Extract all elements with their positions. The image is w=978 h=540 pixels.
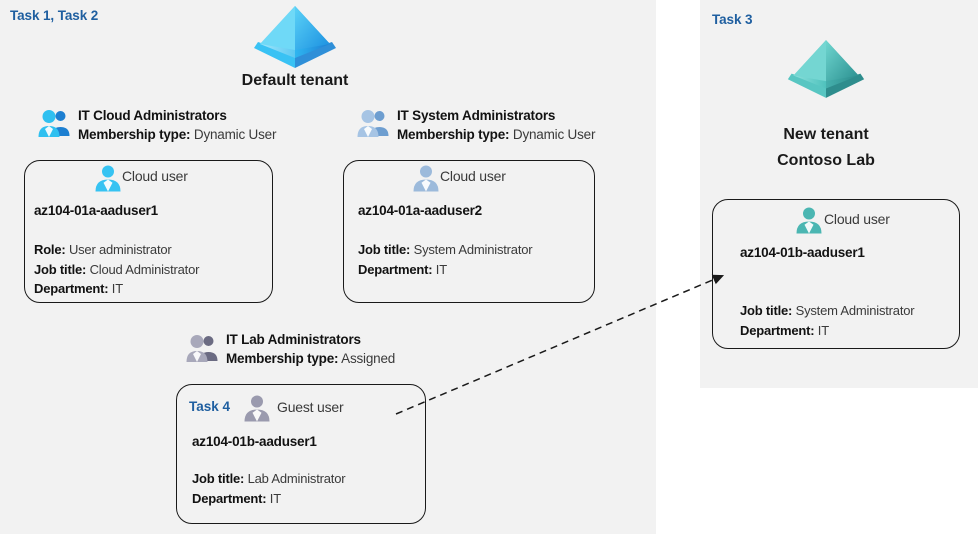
attribute-label: Job title: (34, 261, 87, 277)
attribute-label: Department: (740, 322, 815, 338)
attribute-row: Job title: Lab Administrator (192, 469, 346, 489)
membership-type-value: Dynamic User (193, 127, 277, 142)
card-user-type: Guest user (277, 399, 344, 415)
card-user-type: Cloud user (440, 168, 506, 184)
user-card-az104-01b-aaduser1-cloud[interactable] (712, 199, 960, 349)
card-upn: az104-01b-aaduser1 (192, 434, 317, 449)
group-it-lab-administrators: IT Lab Administrators Membership type: A… (226, 330, 395, 369)
card-attributes: Role: User administrator Job title: Clou… (34, 240, 199, 299)
card-user-type-label: Cloud user (824, 211, 890, 227)
group-membership-type: Membership type: Dynamic User (78, 125, 276, 145)
attribute-value: Lab Administrator (247, 471, 346, 486)
card-user-type: Cloud user (824, 211, 890, 227)
attribute-row: Department: IT (192, 489, 345, 509)
attribute-row: Department: IT (740, 321, 914, 341)
default-tenant-panel (0, 0, 656, 534)
attribute-value: System Administrator (795, 303, 915, 318)
attribute-value: IT (111, 281, 123, 296)
attribute-value: Cloud Administrator (89, 261, 200, 277)
attribute-row: Department: IT (358, 260, 532, 280)
card-user-type-label: Guest user (277, 399, 344, 415)
membership-type-label: Membership type: (78, 127, 191, 142)
cloud-user-icon (412, 164, 440, 192)
attribute-label: Department: (358, 261, 433, 277)
group-it-cloud-administrators: IT Cloud Administrators Membership type:… (78, 106, 276, 145)
card-upn: az104-01a-aaduser2 (358, 203, 482, 218)
attribute-value: System Administrator (413, 242, 533, 257)
attribute-row: Job title: System Administrator (740, 301, 915, 321)
attribute-label: Job title: (192, 471, 245, 486)
group-it-system-administrators: IT System Administrators Membership type… (397, 106, 595, 145)
attribute-row: Role: User administrator (34, 240, 199, 260)
group-users-icon (357, 108, 391, 138)
card-user-type: Cloud user (122, 168, 188, 184)
attribute-row: Job title: System Administrator (358, 240, 533, 260)
task-label-3: Task 3 (712, 12, 753, 27)
attribute-label: Role: (34, 242, 66, 257)
card-attributes: Job title: System Administrator Departme… (740, 301, 915, 341)
membership-type-label: Membership type: (397, 127, 510, 142)
guest-user-icon (243, 394, 271, 422)
group-membership-type: Membership type: Assigned (226, 349, 395, 369)
attribute-value: IT (817, 322, 829, 338)
task-label-4: Task 4 (189, 399, 231, 414)
membership-type-value: Dynamic User (512, 127, 596, 142)
attribute-label: Job title: (740, 303, 793, 318)
attribute-row: Department: IT (34, 279, 199, 299)
card-attributes: Job title: System Administrator Departme… (358, 240, 533, 280)
new-tenant-name-line2: Contoso Lab (777, 152, 875, 169)
user-card-az104-01a-aaduser1[interactable] (24, 160, 273, 303)
card-user-type-label: Cloud user (440, 168, 506, 184)
user-card-az104-01b-aaduser1-guest[interactable] (176, 384, 426, 524)
group-users-icon (186, 333, 220, 363)
attribute-label: Department: (192, 490, 267, 506)
new-tenant-name-line1: New tenant (783, 126, 869, 143)
card-task-label: Task 4 (189, 399, 238, 414)
card-upn: az104-01a-aaduser1 (34, 203, 158, 218)
cloud-user-icon (94, 164, 122, 192)
attribute-row: Job title: Cloud Administrator (34, 260, 199, 280)
card-upn: az104-01b-aaduser1 (740, 245, 865, 260)
group-title: IT Cloud Administrators (78, 108, 227, 123)
attribute-label: Job title: (358, 242, 411, 257)
azure-ad-tenant-pyramid-icon (252, 2, 338, 72)
azure-ad-tenant-pyramid-icon (786, 36, 866, 102)
card-attributes: Job title: Lab Administrator Department:… (192, 469, 346, 509)
default-tenant-name: Default tenant (241, 72, 349, 89)
membership-type-label: Membership type: (226, 351, 339, 366)
group-title: IT Lab Administrators (226, 332, 361, 347)
group-title: IT System Administrators (397, 108, 556, 123)
group-membership-type: Membership type: Dynamic User (397, 125, 595, 145)
attribute-label: Department: (34, 281, 109, 296)
card-user-type-label: Cloud user (122, 168, 188, 184)
attribute-value: IT (435, 261, 447, 277)
attribute-value: IT (269, 490, 281, 506)
task-label-1-2: Task 1, Task 2 (10, 8, 99, 23)
cloud-user-icon (795, 206, 823, 234)
group-users-icon (38, 108, 72, 138)
attribute-value: User administrator (68, 242, 172, 257)
membership-type-value: Assigned (341, 351, 396, 366)
